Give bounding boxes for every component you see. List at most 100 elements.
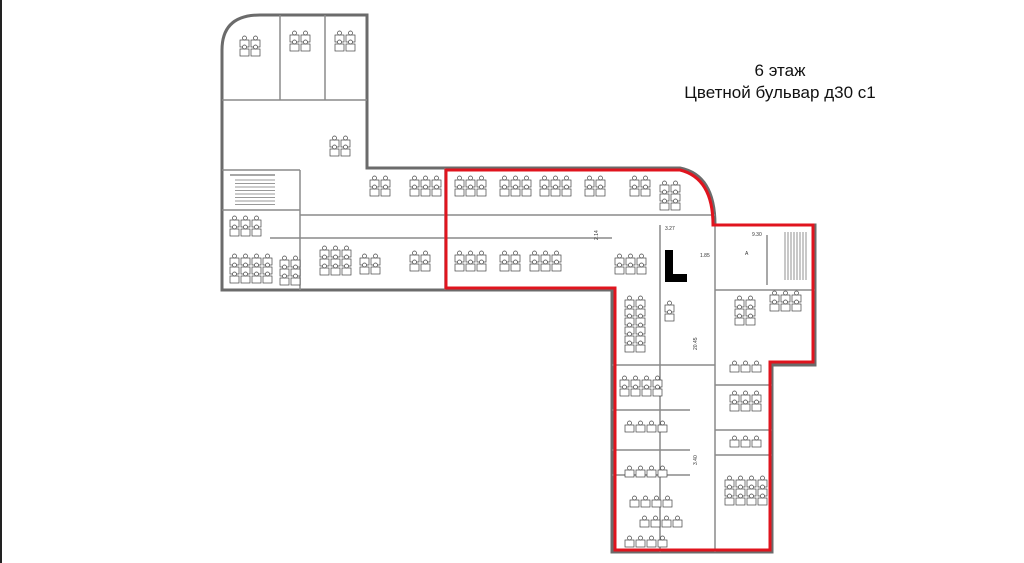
floor-label: 6 этаж: [754, 61, 806, 80]
chair: [333, 254, 338, 260]
chair: [662, 189, 667, 195]
chair: [362, 262, 367, 268]
chair: [628, 253, 633, 259]
desk: [614, 266, 625, 275]
chair: [653, 515, 658, 521]
desk: [409, 188, 420, 197]
chair: [372, 175, 377, 181]
plan-title: 6 этаж Цветной бульвар д30 с1: [650, 60, 910, 104]
chair: [532, 250, 537, 256]
desk: [641, 388, 652, 397]
desk: [751, 403, 762, 412]
desk: [279, 277, 290, 286]
desks: [229, 30, 802, 548]
chair: [598, 175, 603, 181]
chair: [662, 198, 667, 204]
interior-walls: [222, 15, 815, 552]
dimension-label: 9.30: [752, 232, 762, 238]
chair: [502, 259, 507, 265]
desk: [640, 188, 651, 197]
chair: [564, 175, 569, 181]
chair: [737, 295, 742, 301]
chair: [564, 184, 569, 190]
chair: [738, 484, 743, 490]
desk: [629, 499, 640, 508]
chair: [673, 180, 678, 186]
desk: [734, 317, 745, 326]
desk: [646, 539, 657, 548]
chair: [627, 304, 632, 310]
desk: [465, 263, 476, 272]
chair: [660, 420, 665, 426]
chair: [794, 290, 799, 296]
chair: [292, 30, 297, 36]
chair: [423, 259, 428, 265]
desk: [521, 188, 532, 197]
chair: [457, 259, 462, 265]
desk: [420, 188, 431, 197]
desk: [540, 263, 551, 272]
chair: [513, 250, 518, 256]
chair: [783, 299, 788, 305]
chair: [760, 493, 765, 499]
chair: [754, 390, 759, 396]
desk: [240, 228, 251, 237]
chair: [293, 255, 298, 261]
chair: [423, 184, 428, 190]
desk: [454, 188, 465, 197]
building-walls: [220, 13, 817, 554]
chair: [627, 465, 632, 471]
desk: [550, 188, 561, 197]
chair: [322, 263, 327, 269]
chair: [293, 264, 298, 270]
desk: [624, 424, 635, 433]
chair: [638, 340, 643, 346]
desk: [751, 364, 762, 373]
desk: [625, 266, 636, 275]
desk: [757, 497, 768, 506]
chair: [638, 420, 643, 426]
chair: [754, 435, 759, 441]
chair: [383, 184, 388, 190]
chair: [332, 144, 337, 150]
chair: [732, 399, 737, 405]
desk: [650, 519, 661, 528]
stairs: [235, 179, 807, 280]
chair: [748, 295, 753, 301]
desk: [300, 43, 311, 52]
chair: [665, 495, 670, 501]
chair: [632, 175, 637, 181]
chair: [737, 313, 742, 319]
chair: [667, 309, 672, 315]
chair: [344, 245, 349, 251]
desk: [619, 388, 630, 397]
desk: [791, 303, 802, 312]
desk: [740, 403, 751, 412]
chair: [412, 184, 417, 190]
chair: [638, 331, 643, 337]
chair: [587, 175, 592, 181]
chair: [749, 493, 754, 499]
chair: [344, 263, 349, 269]
chair: [524, 184, 529, 190]
chair: [627, 295, 632, 301]
chair: [638, 535, 643, 541]
desk: [729, 403, 740, 412]
chair: [643, 184, 648, 190]
chair: [468, 175, 473, 181]
chair: [479, 175, 484, 181]
chair: [542, 175, 547, 181]
desk: [290, 277, 301, 286]
chair: [617, 253, 622, 259]
chair: [743, 390, 748, 396]
chair: [502, 175, 507, 181]
desk: [635, 539, 646, 548]
desk: [746, 497, 757, 506]
desk: [661, 519, 672, 528]
desk: [465, 188, 476, 197]
chair: [542, 184, 547, 190]
chair: [412, 259, 417, 265]
chair: [639, 262, 644, 268]
chair: [502, 250, 507, 256]
